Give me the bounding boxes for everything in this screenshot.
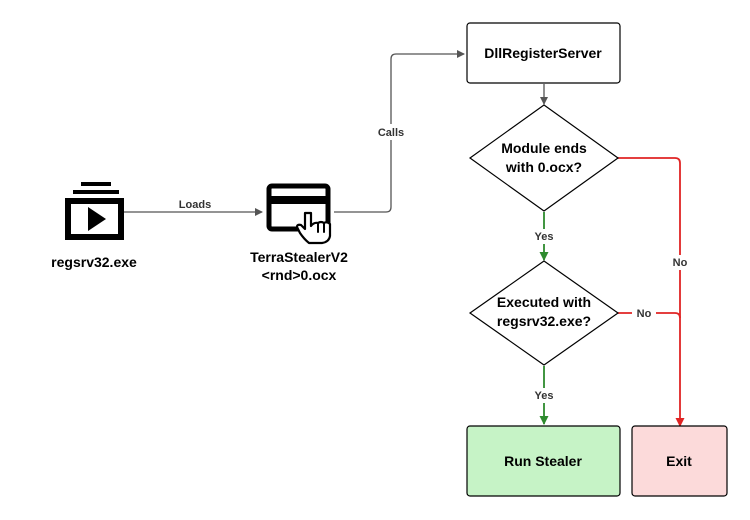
- run-stealer-box: [466, 425, 621, 497]
- video-playlist-icon: [65, 182, 124, 240]
- edge-calls-label: Calls: [378, 127, 404, 139]
- run-stealer-label: Run Stealer: [504, 453, 582, 469]
- edge-no1-label-bg: [668, 255, 692, 270]
- decision1-line2: with 0.ocx?: [505, 159, 582, 175]
- regsrv-label: regsrv32.exe: [51, 254, 137, 270]
- dllregisterserver-box: [466, 22, 621, 84]
- credit-card-click-icon: [266, 183, 332, 245]
- edge-no2: [618, 312, 681, 319]
- decision-executed-with-diamond: [468, 260, 620, 366]
- edge-no2-label-bg: [632, 306, 656, 320]
- edge-no2-label: No: [637, 308, 652, 320]
- exit-box: [631, 425, 728, 497]
- edge-yes1-label-bg: [530, 229, 558, 244]
- decision1-line1: Module ends: [501, 140, 587, 156]
- edge-yes2-label: Yes: [535, 390, 554, 402]
- decision2-line1: Executed with: [497, 294, 591, 310]
- decision-module-ends-diamond: [468, 104, 620, 212]
- edge-no1: [618, 157, 685, 427]
- terra-label-line1: TerraStealerV2: [250, 249, 348, 265]
- decision2-line2: regsrv32.exe?: [497, 313, 591, 329]
- edge-no1-label: No: [673, 257, 688, 269]
- edge-yes1-label: Yes: [535, 231, 554, 243]
- edge-loads-label: Loads: [179, 199, 211, 211]
- dllregisterserver-label: DllRegisterServer: [484, 45, 602, 61]
- edge-calls-label-bg: [374, 124, 408, 140]
- edge-yes2-label-bg: [530, 388, 558, 403]
- terra-label-line2: <rnd>0.ocx: [262, 267, 337, 283]
- exit-label: Exit: [666, 453, 692, 469]
